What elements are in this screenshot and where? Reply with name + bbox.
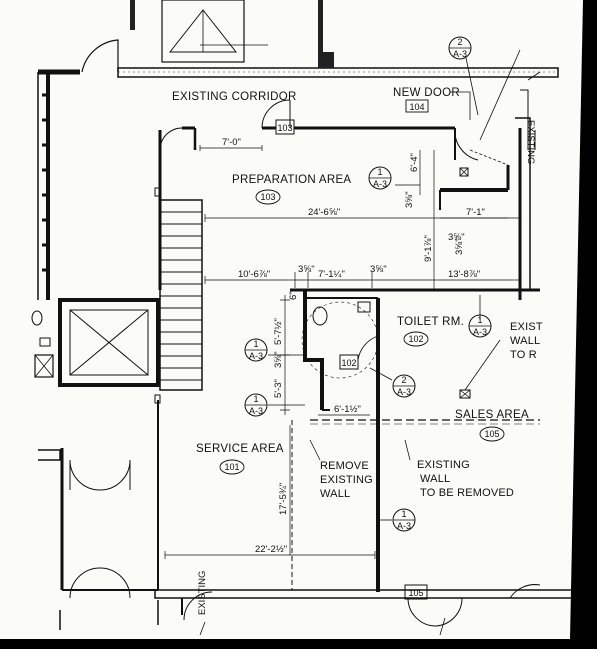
note-existing-vertical: EXISTING	[525, 120, 536, 164]
tag-door-sheet: A-3	[397, 387, 411, 397]
tag-left2-num: 1	[253, 394, 258, 404]
note-exist-2: WALL	[510, 335, 540, 347]
right-walls	[520, 71, 541, 150]
tag-top-sheet: A-3	[453, 49, 467, 59]
dim-3-5-a: 3⅝"	[404, 191, 415, 208]
section-tag-top: 2 A-3	[448, 36, 472, 60]
service-sales-partition	[322, 409, 380, 592]
tag-bottom-sheet: A-3	[397, 521, 411, 531]
note-ewr-2: WALL	[420, 473, 450, 485]
note-ewr-3: TO BE REMOVED	[420, 487, 514, 499]
note-exist-3: TO R	[510, 349, 537, 361]
door-105-number: 105	[408, 588, 423, 598]
label-toilet-room: TOILET RM.	[397, 316, 464, 328]
dim-10-6: 10'-6⅞"	[238, 269, 270, 280]
toilet-room-walls: 102	[290, 288, 540, 420]
stair	[154, 187, 203, 404]
dim-7-1: 7'-1"	[466, 207, 485, 218]
dim-22-2: 22'-2½"	[255, 544, 287, 555]
demolished-walls	[291, 419, 540, 590]
tag-door-num: 2	[401, 375, 406, 385]
tag-prep-num: 1	[377, 167, 382, 177]
dim-3-8: 3⅝"	[454, 238, 465, 255]
dim-6: 6"	[288, 291, 299, 300]
note-existing-vertical-2: EXISTING	[197, 571, 208, 615]
label-new-door: NEW DOOR	[393, 87, 460, 99]
dim-3-5-c: 3⅝"	[298, 264, 315, 275]
dim-24-6: 24'-6⅝"	[308, 207, 340, 218]
dim-7-0: 7'-0"	[222, 137, 241, 148]
label-existing-corridor: EXISTING CORRIDOR	[172, 91, 297, 103]
tag-prep-sheet: A-3	[373, 179, 387, 189]
elevator-shaft	[31, 298, 160, 387]
dim-17-5: 17'-5¾"	[278, 483, 289, 515]
tag-right-num: 1	[477, 315, 482, 325]
label-prep-number: 103	[260, 192, 275, 202]
floor-plan: 103 102	[31, 0, 576, 636]
dim-3-5-d: 3⅝"	[370, 264, 387, 275]
section-tag-prep: 1 A-3	[368, 166, 392, 190]
note-remove-1: REMOVE	[320, 460, 369, 472]
note-ewr-1: EXISTING	[417, 459, 470, 471]
tag-left1-num: 1	[253, 339, 258, 349]
label-sales-area: SALES AREA	[455, 409, 529, 421]
note-remove-2: EXISTING	[320, 474, 373, 486]
dim-6-4: 6'-4"	[409, 153, 420, 172]
note-exist-1: EXIST	[510, 321, 543, 333]
label-sales-number: 105	[484, 429, 499, 439]
section-tag-right: 1 A-3	[468, 314, 492, 338]
leader-lines	[199, 49, 521, 636]
corridor-walls	[37, 39, 195, 300]
label-service-area: SERVICE AREA	[196, 443, 284, 455]
dim-7-1-q: 7'-1¼"	[318, 269, 345, 280]
dim-6-1: 6'-1½"	[334, 404, 361, 415]
top-exterior-wall	[117, 0, 559, 78]
bottom-exterior-wall: 105	[154, 584, 576, 627]
label-preparation-area: PREPARATION AREA	[232, 174, 351, 186]
drawing-sheet: 103 102	[0, 0, 583, 639]
dim-3-5-b: 3⅝"	[448, 232, 465, 243]
dim-5-7: 5'-7½"	[273, 318, 284, 345]
section-tag-left1: 1 A-3	[244, 338, 268, 362]
label-toilet-number: 102	[408, 334, 423, 344]
tag-top-num: 2	[457, 37, 462, 47]
tag-right-sheet: A-3	[473, 327, 487, 337]
label-service-number: 101	[224, 462, 239, 472]
tag-bottom-num: 1	[401, 509, 406, 519]
dim-3-5-e: 3⅝"	[273, 351, 284, 368]
note-remove-3: WALL	[320, 488, 350, 500]
section-tag-door: 2 A-3	[392, 374, 416, 398]
dim-13-8: 13'-8⅞"	[448, 269, 480, 280]
tag-left1-sheet: A-3	[249, 351, 263, 361]
section-tag-bottom: 1 A-3	[392, 508, 416, 532]
tag-left2-sheet: A-3	[249, 406, 263, 416]
dim-5-3: 5'-3"	[273, 379, 284, 398]
storefront-doors	[38, 400, 159, 630]
label-new-door-number: 104	[409, 102, 424, 112]
door-102-number: 102	[341, 358, 356, 368]
section-tag-left2: 1 A-3	[244, 393, 268, 417]
door-103-number: 103	[277, 123, 292, 133]
dim-9-1: 9'-1⅞"	[423, 235, 434, 262]
